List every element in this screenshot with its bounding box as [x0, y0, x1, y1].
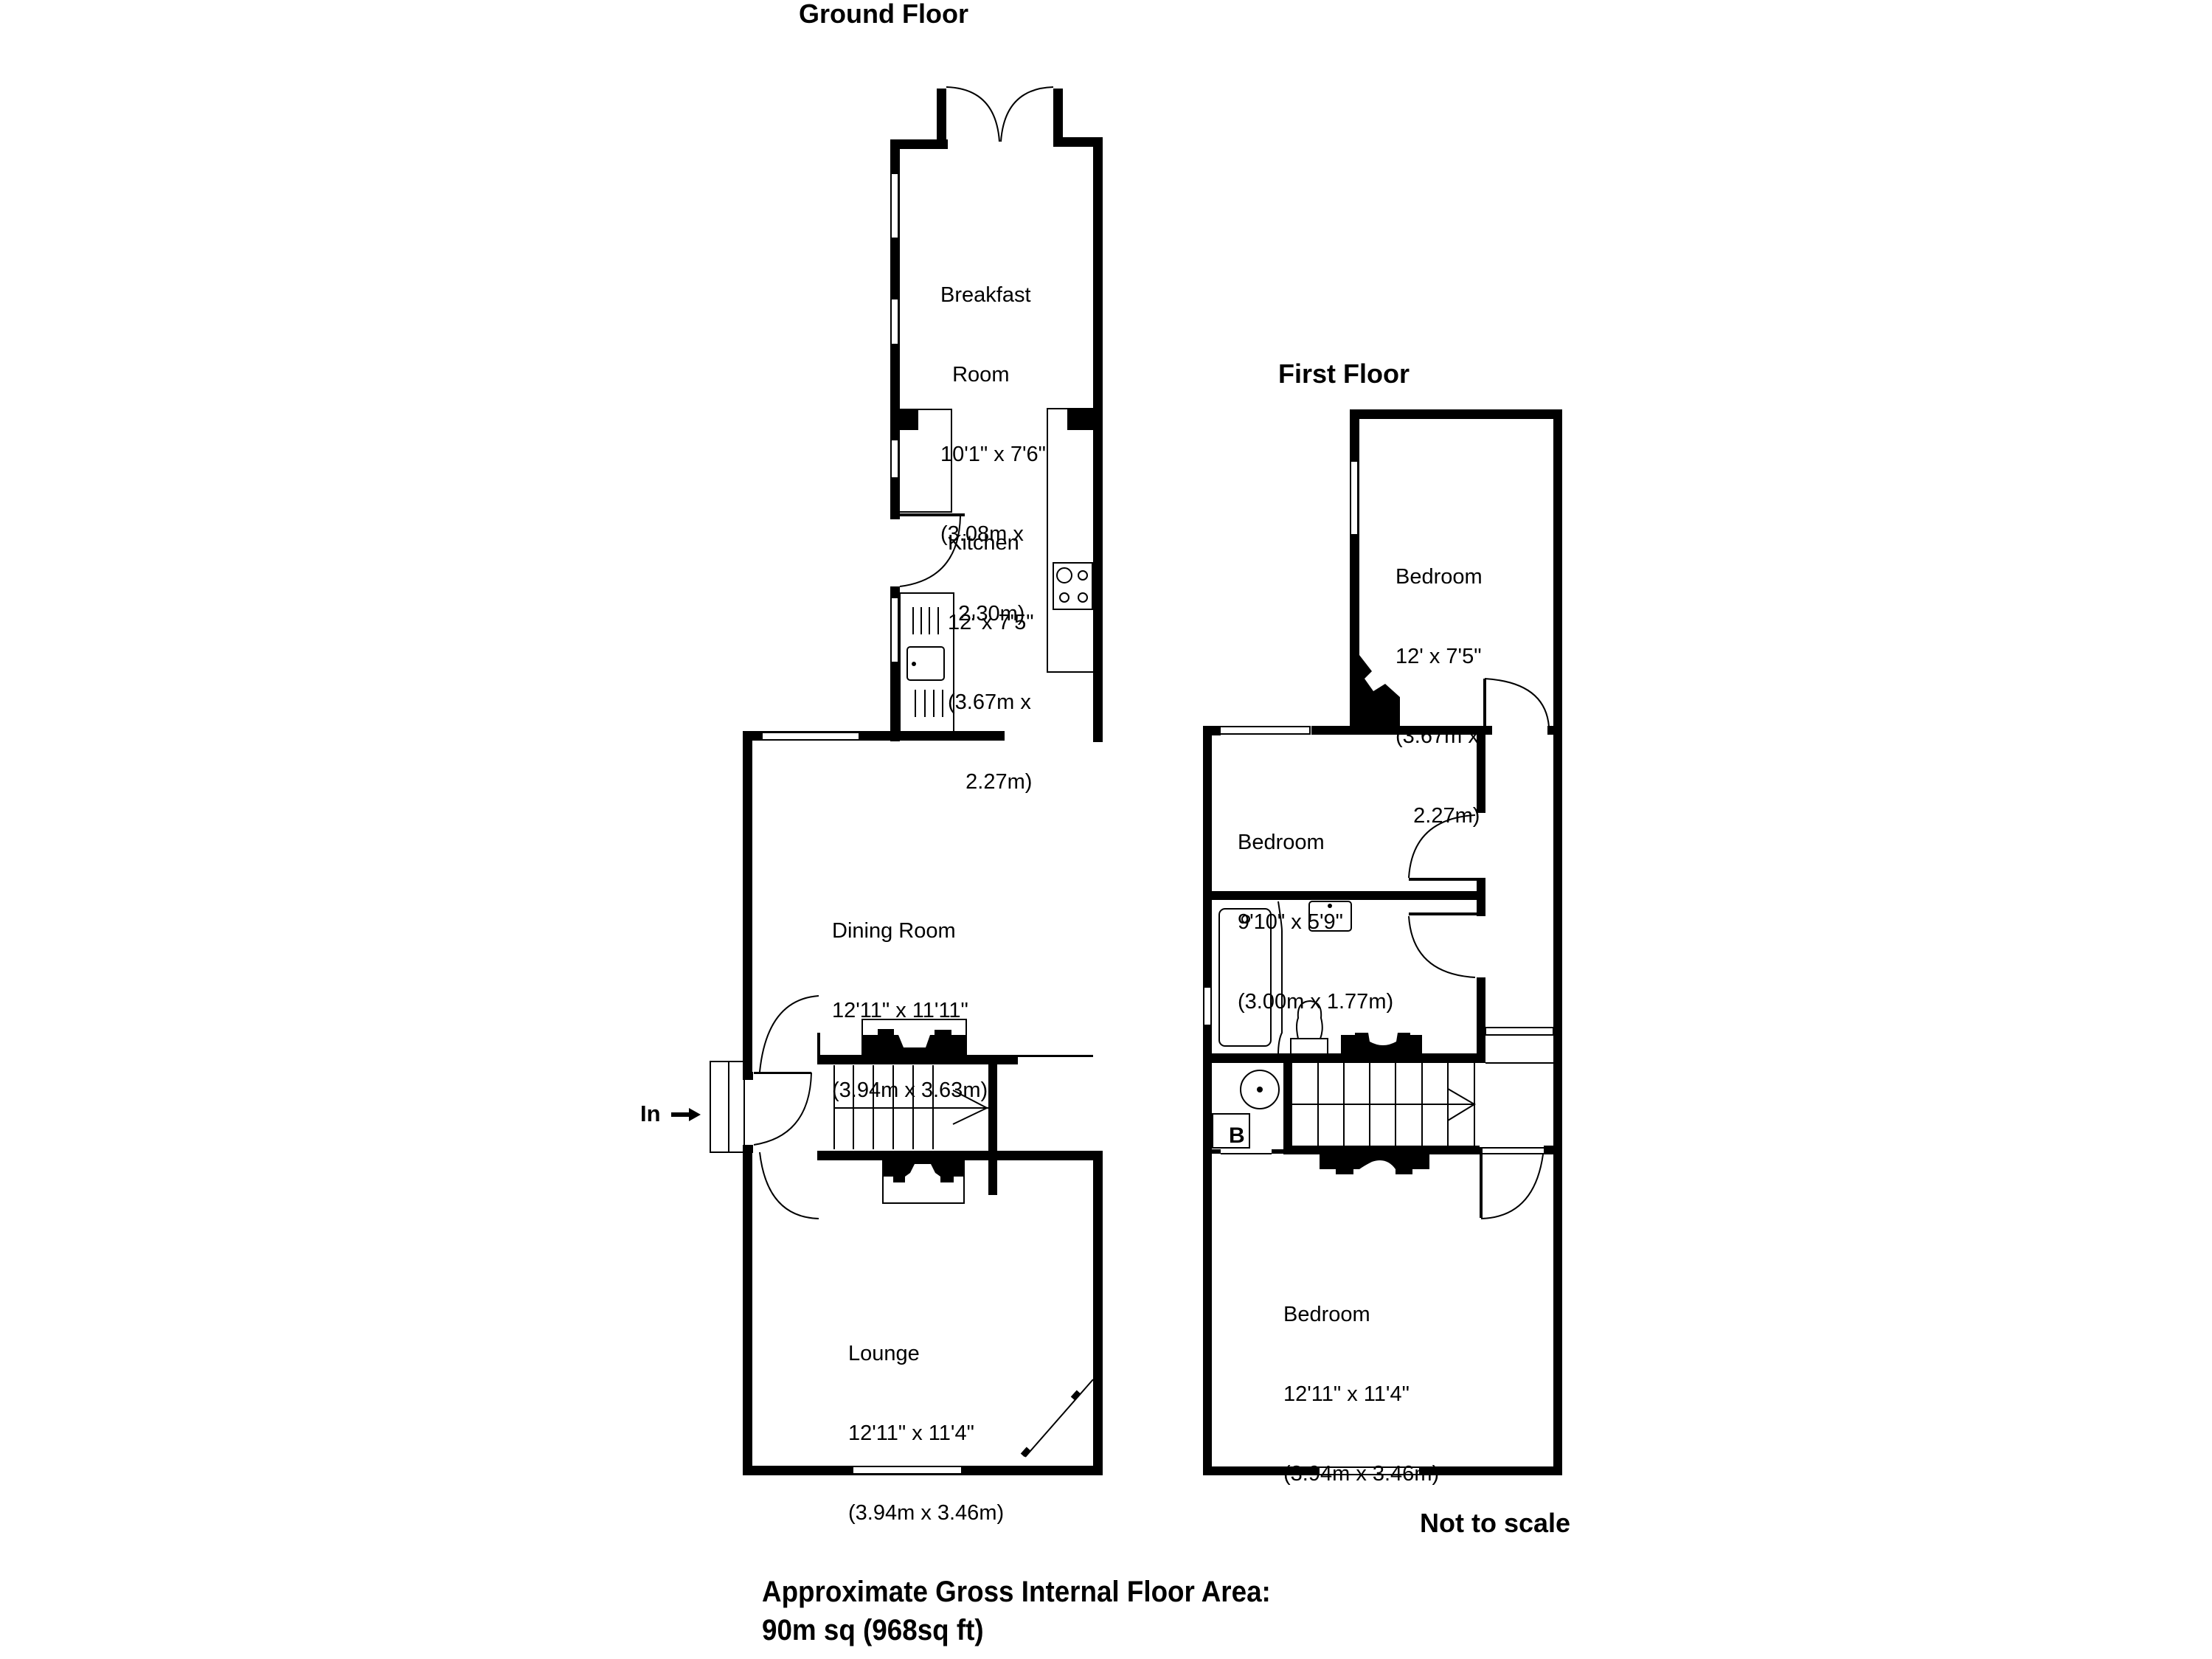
back-bedroom-walls: [1212, 409, 1562, 1475]
room-dimensions-metric: (3.94m x 3.46m): [848, 1501, 1005, 1525]
room-name: Lounge: [848, 1342, 920, 1365]
chimney-breast: [1067, 409, 1094, 430]
window: [1318, 1466, 1421, 1475]
window: [890, 439, 899, 479]
fireplace: [882, 1160, 965, 1204]
room-label-kitchen: Kitchen 12' x 7'5" (3.67m x 2.27m): [948, 477, 1034, 822]
door-swing: [1408, 814, 1476, 879]
room-dimensions-imperial: 9'10" x 5'9": [1238, 910, 1343, 934]
room-name: Bedroom: [1238, 831, 1325, 854]
airing-cupboard: [1212, 1070, 1283, 1154]
first-floor-plan: [1203, 409, 1562, 1475]
room-label-lounge: Lounge 12'11" x 11'4" (3.94m x 3.46m): [848, 1287, 1004, 1553]
room-dimensions-imperial: 12'11" x 11'11": [832, 999, 968, 1022]
staircase: [833, 1065, 989, 1149]
window: [1203, 986, 1212, 1026]
room-dimensions-metric: 2.27m): [1395, 804, 1480, 828]
room-dimensions-metric: (3.94m x 3.46m): [1283, 1462, 1440, 1486]
ground-floor-plan: [671, 86, 1103, 1475]
dining-room-walls: [743, 731, 1103, 1195]
staircase: [1283, 1062, 1553, 1146]
window: [890, 173, 899, 239]
door-swing: [1408, 915, 1476, 978]
entrance-arrow-icon: [671, 1108, 701, 1121]
room-name: Kitchen: [948, 531, 1019, 555]
front-entrance: [710, 1061, 819, 1475]
room-dimensions-imperial: 12'11" x 11'4": [848, 1421, 974, 1445]
basin: [1308, 901, 1352, 932]
window: [761, 732, 860, 741]
lounge-walls: [743, 1160, 1103, 1475]
not-to-scale-note: Not to scale: [1420, 1508, 1571, 1538]
room-label-back-bedroom: Bedroom 12' x 7'5" (3.67m x 2.27m): [1395, 510, 1483, 856]
boiler-label: B: [1229, 1123, 1245, 1148]
door-swing: [1480, 1154, 1544, 1219]
french-doors: [946, 86, 1054, 142]
window: [852, 1466, 963, 1475]
chimney-breast: [1341, 1033, 1422, 1056]
window: [890, 298, 899, 345]
room-label-small-bedroom: Bedroom 9'10" x 5'9" (3.00m x 1.77m): [1238, 776, 1393, 1042]
bathroom-fittings: [1203, 901, 1352, 1056]
room-dimensions-metric: (3.67m x: [948, 690, 1031, 714]
floor-area-label: Approximate Gross Internal Floor Area:: [762, 1576, 1271, 1608]
entrance-label: In: [640, 1101, 661, 1126]
room-dimensions-metric: (3.94m x 3.63m): [832, 1078, 988, 1102]
room-name: Bedroom: [1395, 565, 1483, 589]
door-swing: [899, 516, 961, 587]
ground-floor-title: Ground Floor: [799, 0, 968, 29]
room-label-front-bedroom: Bedroom 12'11" x 11'4" (3.94m x 3.46m): [1283, 1248, 1439, 1514]
window: [1350, 460, 1359, 536]
floor-area-value: 90m sq (968sq ft): [762, 1614, 984, 1646]
door-swing: [1484, 678, 1550, 727]
window: [890, 597, 899, 663]
room-name: Breakfast: [940, 283, 1031, 307]
fireplace: [861, 1019, 967, 1056]
door-swing: [759, 995, 819, 1073]
first-floor-title: First Floor: [1278, 359, 1410, 389]
room-name: Dining Room: [832, 919, 956, 943]
small-bedroom-walls: [1203, 726, 1485, 1475]
room-dimensions-metric: 2.30m): [940, 602, 1025, 626]
room-dimensions-metric: (3.67m x: [1395, 724, 1479, 748]
window: [1216, 726, 1311, 735]
room-name: Room: [940, 363, 1010, 387]
room-name: Bedroom: [1283, 1303, 1370, 1326]
room-dimensions-imperial: 10'1" x 7'6": [940, 443, 1046, 466]
room-dimensions-metric: (3.08m x: [940, 522, 1024, 546]
room-dimensions-metric: 2.27m): [948, 770, 1033, 794]
room-dimensions-imperial: 12' x 7'5": [948, 611, 1034, 634]
room-dimensions-imperial: 12' x 7'5": [1395, 645, 1482, 668]
chimney-breast: [892, 409, 918, 430]
room-dimensions-metric: (3.00m x 1.77m): [1238, 990, 1394, 1014]
room-dimensions-imperial: 12'11" x 11'4": [1283, 1382, 1410, 1406]
chimney-breast: [1320, 1154, 1429, 1174]
toilet: [1296, 1000, 1323, 1039]
room-label-dining-room: Dining Room 12'11" x 11'11" (3.94m x 3.6…: [832, 865, 988, 1130]
hob-counter: [1047, 408, 1094, 673]
floor-area-summary: Approximate Gross Internal Floor Area: 9…: [762, 1573, 1271, 1649]
room-label-breakfast-room: Breakfast Room 10'1" x 7'6" (3.08m x 2.3…: [940, 229, 1046, 654]
